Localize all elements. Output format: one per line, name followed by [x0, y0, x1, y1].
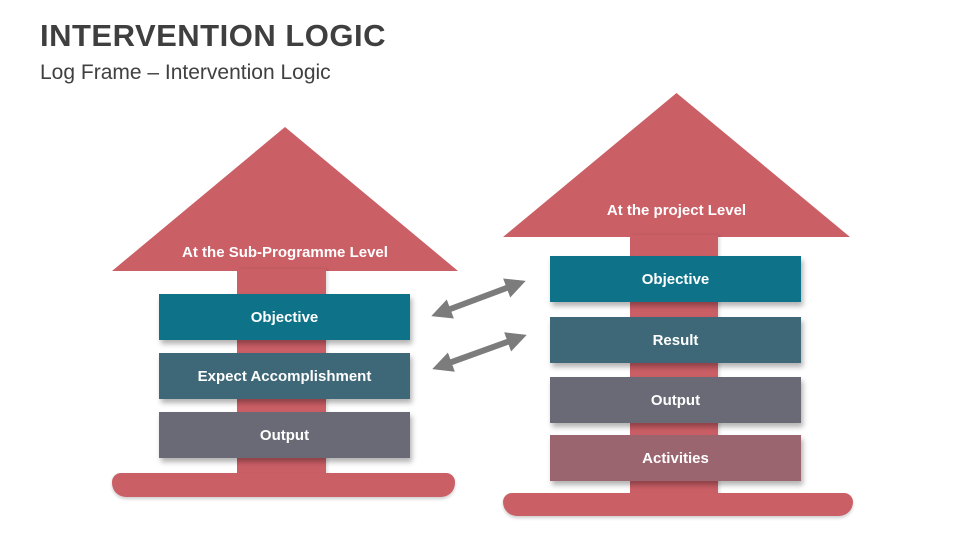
box-sub-programme-objective: Objective — [159, 294, 410, 340]
slide-title: INTERVENTION LOGIC — [40, 18, 387, 53]
sub-programme-level-label: At the Sub-Programme Level — [182, 244, 388, 261]
box-project-objective: Objective — [550, 256, 801, 302]
double-arrow-objective — [431, 278, 526, 319]
box-label: Output — [259, 426, 310, 444]
box-label: Activities — [642, 449, 709, 467]
box-project-activities: Activities — [550, 435, 801, 481]
box-sub-programme-expect-accomplishment: Expect Accomplishment — [159, 353, 410, 399]
project-level-label: At the project Level — [606, 202, 747, 219]
box-label: Output — [650, 391, 701, 409]
box-label: Objective — [250, 308, 319, 326]
base-bar-left — [112, 473, 455, 497]
double-arrow-result — [432, 332, 527, 372]
box-project-output: Output — [550, 377, 801, 423]
box-label: Objective — [641, 270, 710, 288]
up-arrow-head-right: At the project Level — [503, 93, 850, 237]
base-bar-right — [503, 493, 853, 516]
slide-subtitle: Log Frame – Intervention Logic — [40, 61, 331, 84]
box-label: Expect Accomplishment — [197, 367, 372, 385]
up-arrow-head-left: At the Sub-Programme Level — [112, 127, 458, 271]
box-sub-programme-output: Output — [159, 412, 410, 458]
box-label: Result — [652, 331, 699, 349]
box-project-result: Result — [550, 317, 801, 363]
